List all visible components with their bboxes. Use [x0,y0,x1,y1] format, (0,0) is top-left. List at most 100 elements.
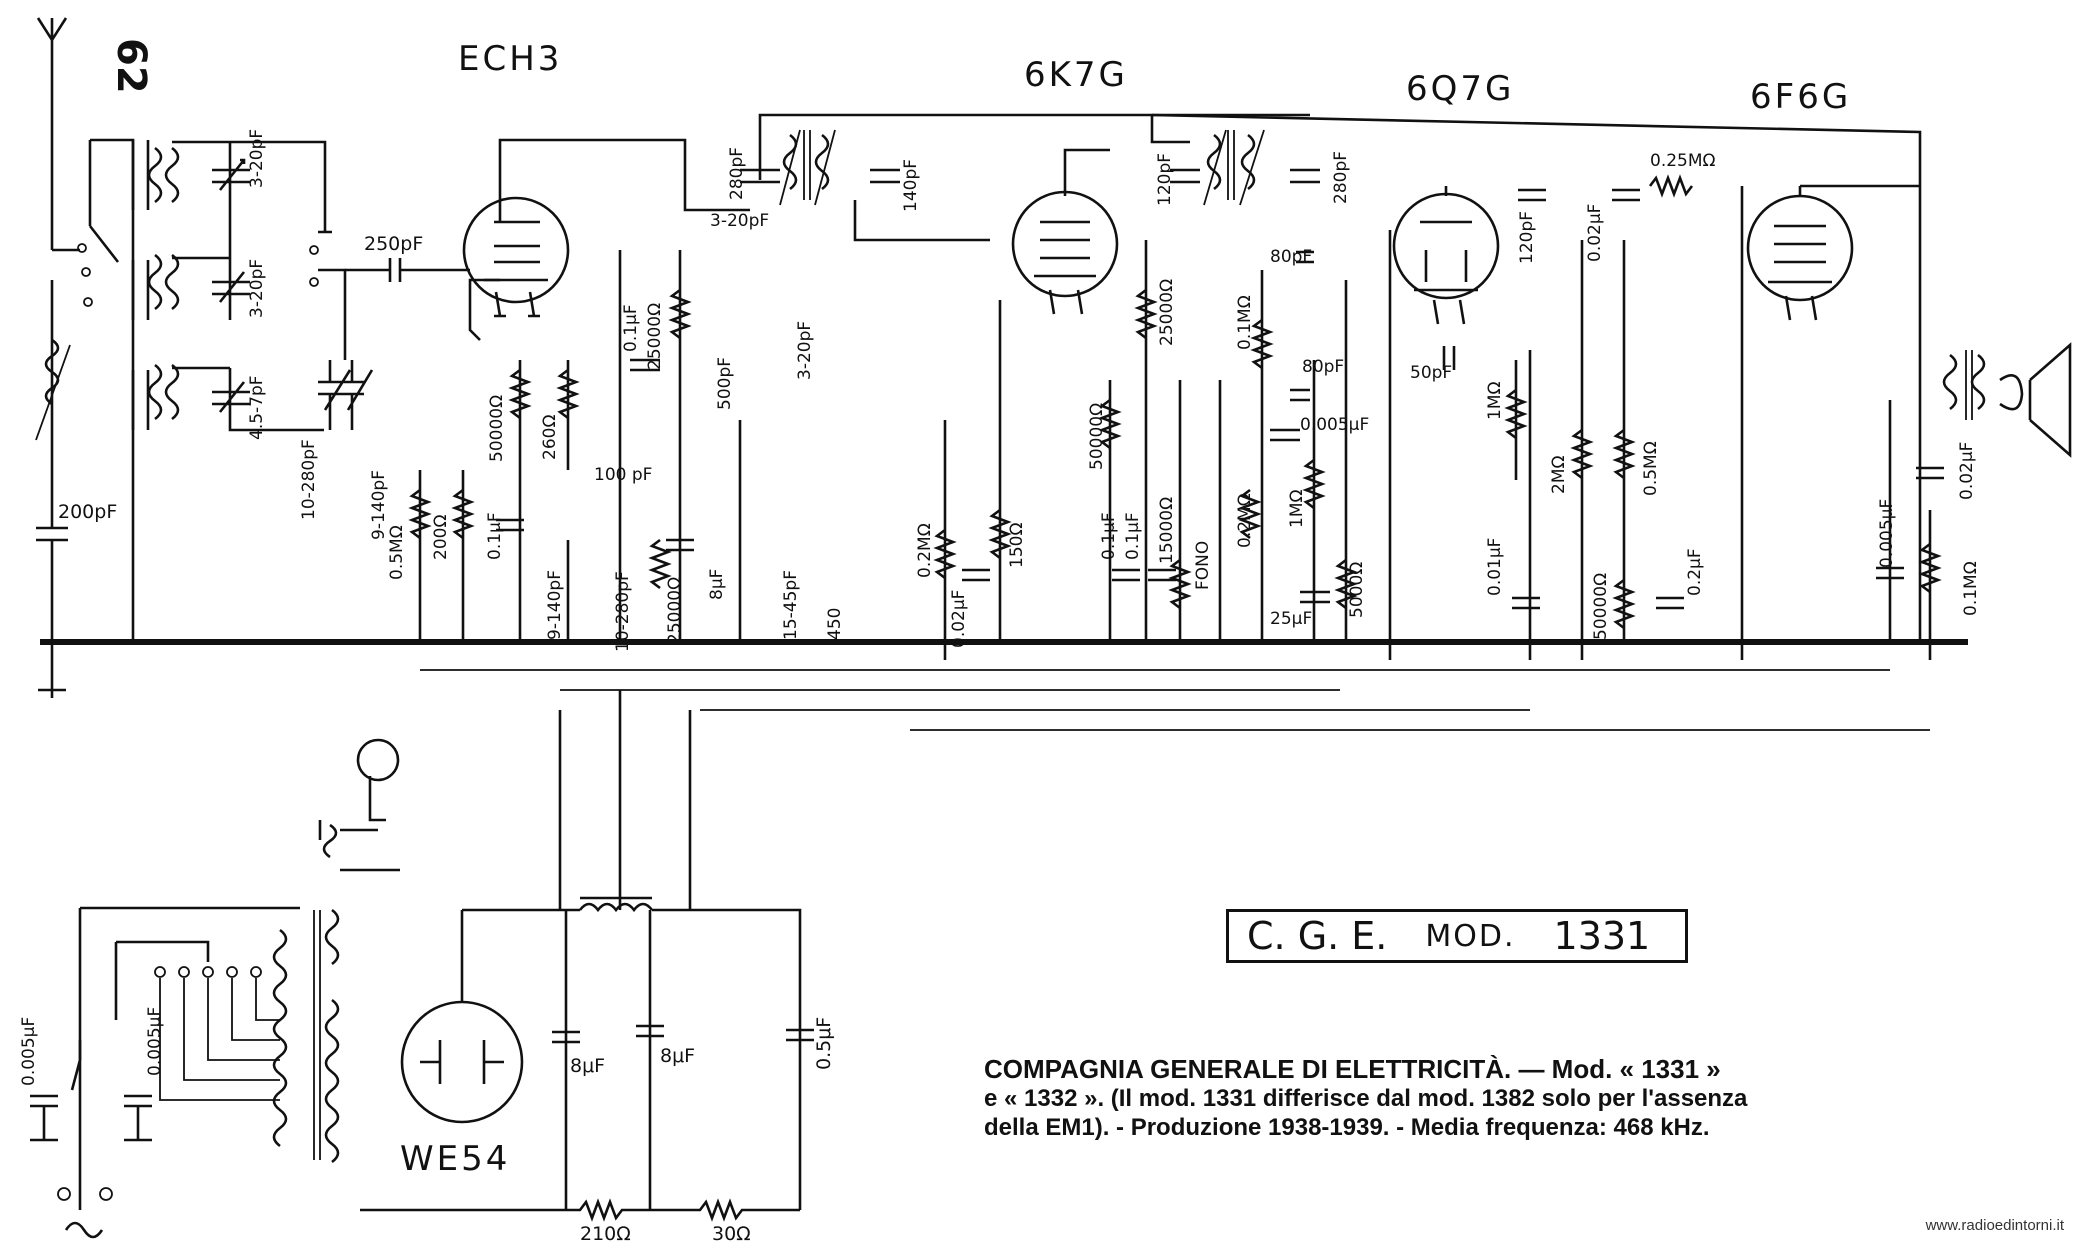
label-r-50k-c: 50000Ω [1591,573,1611,640]
antenna-symbol [36,17,68,70]
label-c-002: 0.02μF [949,590,969,648]
label-r-25k-b: 25000Ω [665,577,685,644]
model-brand: C. G. E. [1247,914,1388,958]
label-trim3: 4.5-7pF [247,375,267,440]
label-c-002b: 0.02μF [1585,204,1605,262]
label-c-01-e: 0.01μF [1485,538,1505,596]
label-r-02M-b: 0.2MΩ [1235,493,1255,548]
filter-choke [462,896,802,1210]
label-c-100p: 100 pF [594,465,652,485]
label-c-01-a: 0.1μF [485,512,505,560]
rf-coil-lw [131,363,180,430]
label-c280-if2: 280pF [1331,151,1351,204]
label-c-0005: 0.005μF [1300,415,1369,435]
label-tube-6q7g: 6Q7G [1406,69,1514,109]
label-c0005-mains2: 0.005μF [145,1007,165,1076]
label-c-02u: 0.2μF [1685,548,1705,596]
capacitors [496,188,1944,610]
label-pad2: 9-140pF [369,470,389,540]
resistors [408,174,1942,630]
label-c-80b: 80pF [1302,357,1344,377]
capacitor-200pf [36,480,68,640]
label-c140-if1: 140pF [901,159,921,212]
label-rectifier: WE54 [400,1139,510,1179]
tube-ech3 [462,148,570,318]
power-transformer [272,908,340,1164]
label-r-05M: 0.5MΩ [1641,441,1661,496]
voltage-selector [78,906,300,1210]
model-number: 1331 [1553,914,1651,958]
label-r-2M: 2MΩ [1549,456,1569,494]
label-r-25k-c: 25000Ω [1157,279,1177,346]
label-r-150: 150Ω [1007,523,1027,568]
trimmer-3-20pf-a [212,158,250,191]
bias-resistors [360,1198,800,1222]
page-number: 62 [108,38,154,94]
label-pad1: 10-280pF [299,439,319,520]
label-r-01M-tone: 0.1MΩ [1961,561,1981,616]
label-r-450: 450 [825,608,845,640]
label-c-1545: 15-45pF [781,570,801,640]
label-c-25u: 25μF [1270,609,1312,629]
label-c0005-mains: 0.005μF [19,1017,39,1086]
label-r-5000: 5000Ω [1347,562,1367,618]
label-fono: FONO [1193,541,1213,590]
caption-line-2: e « 1332 ». (Il mod. 1331 differisce dal… [984,1085,1748,1112]
label-c-grid: 250pF [364,233,423,255]
antenna-coil [35,338,71,441]
label-tube-6k7g: 6K7G [1024,55,1128,95]
rf-coil-mw [131,253,180,320]
label-c-80a: 80pF [1270,247,1312,267]
label-c-trim-osc: 3-20pF [710,211,769,231]
model-box: C. G. E. MOD. 1331 [1226,909,1688,963]
label-c05u: 0.5μF [813,1017,835,1070]
label-c-01-b: 0.1μF [621,304,641,352]
label-c-01-d: 0.1μF [1123,512,1143,560]
label-r-01M: 0.1MΩ [1235,295,1255,350]
label-r-260: 260Ω [540,415,560,460]
label-c-trim-osc2: 3-20pF [795,321,815,380]
filter-caps [552,1024,814,1044]
label-r-025M: 0.25MΩ [1650,151,1716,171]
label-c-002c: 0.02μF [1957,442,1977,500]
wave-selector [309,245,347,287]
label-c-0005b: 0.005μF [1877,499,1897,568]
trimmer-4-5-7pf [212,381,250,413]
caption: COMPAGNIA GENERALE DI ELETTRICITÀ. — Mod… [984,1055,1964,1142]
label-r210: 210Ω [580,1223,631,1245]
label-r-200: 200Ω [431,515,451,560]
band-switch [77,140,120,307]
label-r-grid: 0.5MΩ [387,525,407,580]
capacitor-250pf [345,258,470,282]
loudspeaker [1999,342,2072,458]
label-r-15k: 15000Ω [1157,497,1177,564]
model-mod-label: MOD. [1425,918,1516,954]
label-c-120p: 120pF [1517,211,1537,264]
label-r-1M: 1MΩ [1485,382,1505,420]
label-r-1M-pot: 1MΩ [1287,490,1307,528]
mains-caps [30,1040,152,1142]
label-c-var1: 9-140pF [545,570,565,640]
label-c-8u-a: 8μF [707,569,727,600]
caption-line-1: COMPAGNIA GENERALE DI ELETTRICITÀ. — Mod… [984,1054,1721,1084]
tube-6q7g [1392,186,1500,325]
output-transformer [1942,350,1986,420]
label-trim2: 3-20pF [247,259,267,318]
label-r-02M-a: 0.2MΩ [915,523,935,578]
label-c-50p: 50pF [1410,363,1452,383]
component-labels: 0.5MΩ 200Ω 50000Ω 260Ω 0.1μF 100 pF 0.1μ… [387,151,1981,652]
caption-line-3: della EM1). - Produzione 1938-1939. - Me… [984,1114,1710,1141]
label-c8u-f2: 8μF [660,1045,695,1067]
label-c-01-c: 0.1μF [1099,512,1119,560]
label-trim1: 3-20pF [247,129,267,188]
rectifier-tube-we54 [400,910,524,1124]
watermark: www.radioedintorni.it [1925,1217,2064,1234]
tube-6f6g [1746,184,1920,321]
label-c8u-f1: 8μF [570,1055,605,1077]
label-tube-6f6g: 6F6G [1750,77,1851,117]
label-c-ant: 200pF [58,501,117,523]
label-tube-ech3: ECH3 [458,39,562,79]
tuning-capacitor [318,280,374,430]
if-transformer-1 [740,113,1310,206]
